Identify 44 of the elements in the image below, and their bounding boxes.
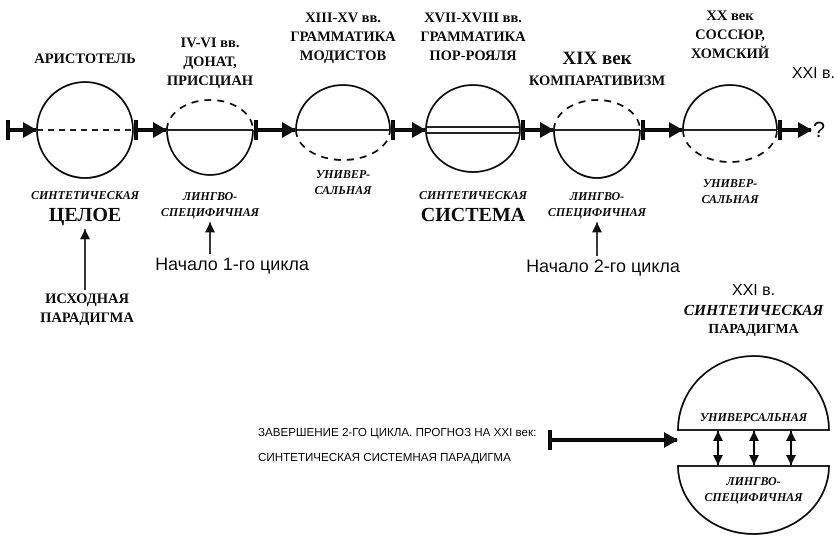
heading-text: IV-VI вв. <box>180 34 240 54</box>
double-arrow <box>713 431 723 465</box>
heading-text: ГРАММАТИКА ПОР-РОЯЛЯ <box>419 28 527 66</box>
arrow <box>552 432 678 448</box>
heading-text: XIX век <box>561 47 633 72</box>
arrow <box>782 122 812 138</box>
heading-text: АРИСТОТЕЛЬ <box>33 50 137 69</box>
arrow <box>138 122 167 138</box>
arrow <box>80 229 90 290</box>
caption-text: ЦЕЛОЕ <box>48 203 122 228</box>
heading-text: XVII-XVIII вв. <box>423 9 523 28</box>
heading-text: XIII-XV вв. <box>304 9 382 28</box>
caption-text: СИНТЕТИЧЕСКАЯ <box>30 187 140 204</box>
label-text: УНИВЕРСАЛЬНАЯ <box>698 408 808 425</box>
arrow <box>592 222 602 256</box>
label-text: ЛИНГВО-СПЕЦИФИЧНАЯ <box>703 473 804 506</box>
arrow <box>258 122 296 138</box>
label-text: ИСХОДНАЯ ПАРАДИГМА <box>39 290 135 328</box>
caption-text: XXI в. <box>792 64 835 84</box>
heading-text: XX век <box>705 7 755 26</box>
arrow <box>205 222 215 254</box>
double-arrow <box>749 431 759 465</box>
heading-text: КОМПАРАТИВИЗМ <box>528 72 666 91</box>
question-mark: ? <box>812 116 826 144</box>
note-text: ЗАВЕРШЕНИЕ 2-ГО ЦИКЛА. ПРОГНОЗ НА XXI век: СИНТЕТИЧЕСКАЯ СИСТЕМНАЯ ПАРАДИГМА <box>258 425 538 466</box>
arrow <box>645 122 683 138</box>
heading-text: ПАРАДИГМА <box>707 320 800 339</box>
heading-text: СОССЮР, ХОМСКИЙ <box>690 26 770 64</box>
label-text: Начало 2-го цикла <box>526 256 680 278</box>
arrow <box>525 122 554 138</box>
heading-text: СИНТЕТИЧЕСКАЯ <box>682 300 825 321</box>
caption-text: СИНТЕТИЧЕСКАЯ <box>418 187 528 204</box>
heading-text: XXI в. <box>730 280 776 301</box>
caption-text: ЛИНГВО-СПЕЦИФИЧНАЯ <box>160 188 260 220</box>
caption-text: СИСТЕМА <box>420 203 526 228</box>
arrow <box>395 122 426 138</box>
caption-text: ЛИНГВО-СПЕЦИФИЧНАЯ <box>546 188 648 220</box>
heading-text: ДОНАТ, ПРИСЦИАН <box>166 53 254 91</box>
caption-text: УНИВЕР-САЛЬНАЯ <box>700 175 760 208</box>
caption-text: УНИВЕР-САЛЬНАЯ <box>314 166 373 198</box>
heading-text: ГРАММАТИКА МОДИСТОВ <box>289 28 397 66</box>
label-text: Начало 1-го цикла <box>155 254 309 276</box>
double-arrow <box>786 431 796 465</box>
arrow <box>10 122 37 138</box>
